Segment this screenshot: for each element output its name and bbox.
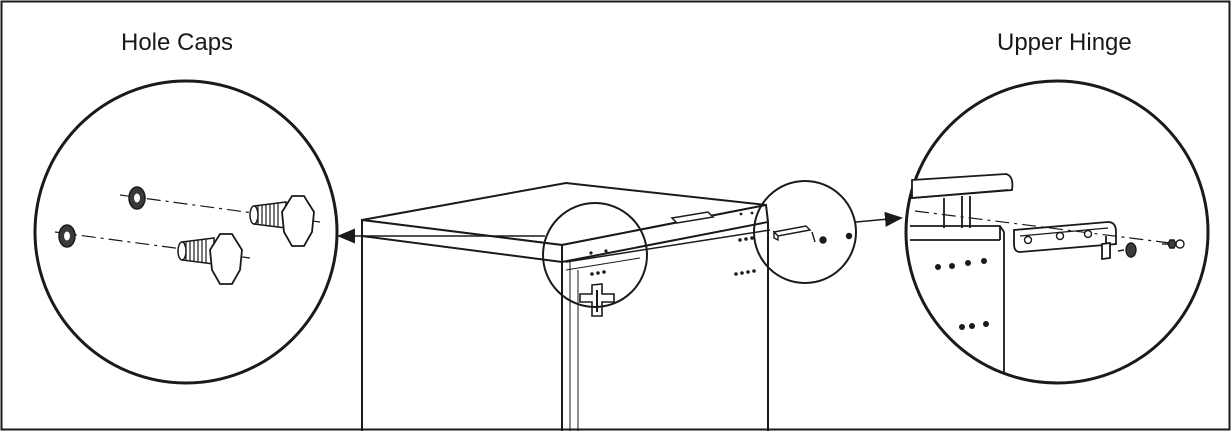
upper-hinge-label: Upper Hinge xyxy=(997,29,1132,56)
small-hinge-icon xyxy=(772,225,853,244)
nut-icon xyxy=(58,224,76,248)
appliance-cabinet xyxy=(361,181,771,431)
detail-circle-right xyxy=(753,180,857,284)
screw-icon xyxy=(1162,239,1185,249)
arrow-icon-right xyxy=(855,211,903,227)
nut-icon xyxy=(128,186,146,210)
hole-caps-zoom xyxy=(33,79,339,385)
hole-cap-icon xyxy=(249,195,315,247)
upper-hinge-zoom xyxy=(904,79,1210,385)
hole-cap-icon xyxy=(177,233,243,285)
screw-icon xyxy=(1117,242,1137,258)
detail-circle-left xyxy=(542,202,648,308)
hole-caps-label: Hole Caps xyxy=(121,29,234,56)
